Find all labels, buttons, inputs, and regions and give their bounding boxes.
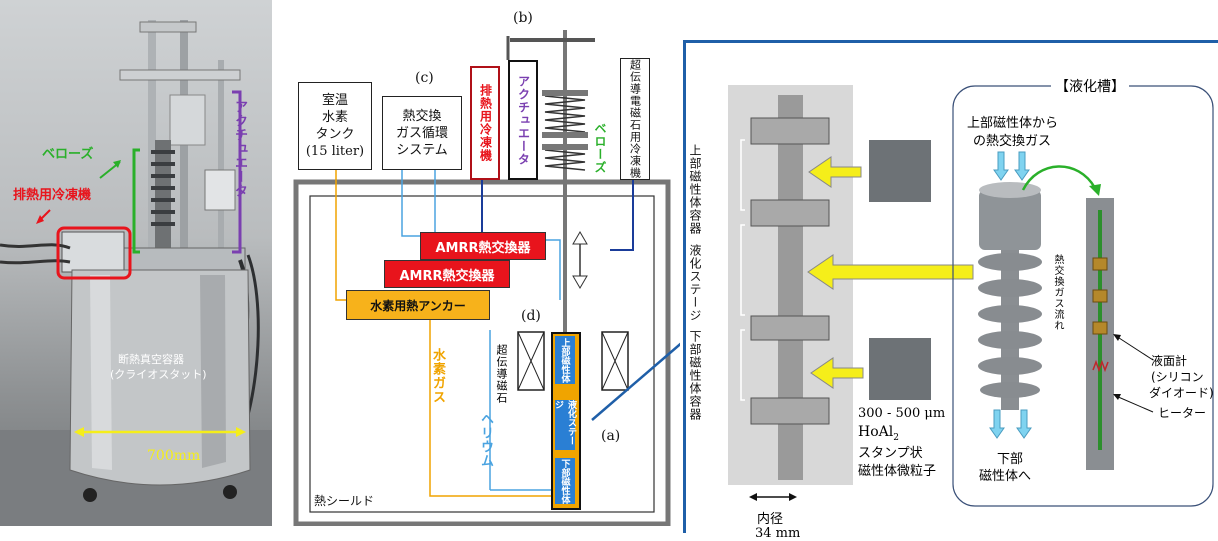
material-name: HoAl <box>858 424 894 440</box>
amrr-heat-exchanger-2: AMRR熱交換器 <box>384 260 510 288</box>
magnet-column: 上部磁性体 液化ステージ 下部磁性体 <box>551 332 581 510</box>
sc-cooler-box: 超伝導電磁石用冷凍機 <box>620 58 650 180</box>
particle-line-2: 磁性体微粒子 <box>858 464 937 479</box>
detail-content: 上部磁性体容器 液化ステージ 下部磁性体容器 内径 34 mm 300 - 50… <box>683 40 1218 541</box>
particle-line-1: スタンプ状 <box>858 446 923 461</box>
level-meter-2: (シリコン <box>1151 370 1204 384</box>
bellows-label: ベローズ <box>593 122 607 174</box>
tank-line-3: タンク <box>315 127 355 142</box>
gas-line-2: ガス循環 <box>395 125 448 141</box>
schematic-panel: (b) (c) 室温 水素 タンク (15 liter) 熱交換 ガス循環 シス… <box>280 0 680 526</box>
sc-cooler-label: 超伝導電磁石用冷凍機 <box>628 59 642 179</box>
tank-line-2: 水素 <box>321 110 348 125</box>
hydrogen-tank-box: 室温 水素 タンク (15 liter) <box>298 82 372 170</box>
gas-flow-label: 熱交換ガス流れ <box>1052 254 1063 331</box>
upper-magnet: 上部磁性体 <box>555 336 575 384</box>
detail-panel <box>683 40 1218 533</box>
inner-diameter-value: 34 mm <box>755 526 801 541</box>
helium-label: ヘリウム <box>478 412 493 468</box>
gas-line-1: 熱交換 <box>402 108 442 124</box>
actuator-label: アクチュエータ <box>516 74 531 166</box>
label-c: (c) <box>415 70 434 86</box>
heat-shield-label: 熱シールド <box>314 494 375 508</box>
detail-drawing <box>728 85 1214 507</box>
stage-label: 液化ステージ <box>688 244 702 322</box>
amrr-heat-exchanger-1: AMRR熱交換器 <box>420 232 546 260</box>
to-lower-2: 磁性体へ <box>979 469 1032 484</box>
photo-actuator-label: アクチュエータ <box>232 100 247 198</box>
hydrogen-anchor-label: 水素用熱アンカー <box>370 298 466 313</box>
heater-label: ヒーター <box>1158 406 1207 420</box>
lower-magnet: 下部磁性体 <box>555 458 575 504</box>
material-subscript: 2 <box>893 432 899 443</box>
photo-width-label: 700mm <box>147 448 201 464</box>
material-label: HoAl2 <box>858 424 899 443</box>
photo-exhaust-cooler-label: 排熱用冷凍機 <box>13 188 92 203</box>
actuator-box: アクチュエータ <box>508 60 538 180</box>
photo-cryostat-label: 断熱真空容器 <box>118 353 184 366</box>
gas-line-3: システム <box>396 142 448 158</box>
amrr-heat-exchanger-1-label: AMRR熱交換器 <box>435 240 531 256</box>
gas-from-upper-2: の熱交換ガス <box>973 134 1052 149</box>
exhaust-cooler-box: 排熱用冷凍機 <box>470 66 500 180</box>
lower-container-label: 下部磁性体容器 <box>688 330 702 421</box>
inner-diameter-label: 内径 <box>757 512 784 527</box>
to-lower-1: 下部 <box>997 452 1024 467</box>
sc-magnet-label: 超伝導磁石 <box>495 344 508 404</box>
tank-line-1: 室温 <box>321 93 348 108</box>
exhaust-cooler-label: 排熱用冷凍機 <box>478 84 493 162</box>
tank-line-4: (15 liter) <box>305 144 365 159</box>
gas-circulation-box: 熱交換 ガス循環 システム <box>382 96 462 170</box>
hydrogen-gas-label: 水素ガス <box>430 348 445 404</box>
level-meter-3: ダイオード) <box>1149 386 1214 400</box>
particle-size: 300 - 500 μm <box>858 406 946 421</box>
label-d: (d) <box>521 308 541 324</box>
level-meter-1: 液面計 <box>1151 354 1188 368</box>
cryostat-photo: ベローズ 排熱用冷凍機 アクチュエータ 断熱真空容器 (クライオスタット) 70… <box>0 0 272 526</box>
liquefaction-stage: 液化ステージ <box>553 400 576 450</box>
label-a: (a) <box>601 428 621 444</box>
tank-title: 【液化槽】 <box>1051 76 1129 96</box>
photo-cryostat-sub-label: (クライオスタット) <box>110 368 207 381</box>
gas-from-upper-1: 上部磁性体から <box>967 116 1059 131</box>
upper-container-label: 上部磁性体容器 <box>688 144 702 235</box>
photo-bellows-label: ベローズ <box>42 147 94 162</box>
cryostat-illustration <box>0 20 272 526</box>
hydrogen-anchor: 水素用熱アンカー <box>346 290 490 320</box>
amrr-heat-exchanger-2-label: AMRR熱交換器 <box>399 268 495 284</box>
label-b: (b) <box>513 10 533 26</box>
